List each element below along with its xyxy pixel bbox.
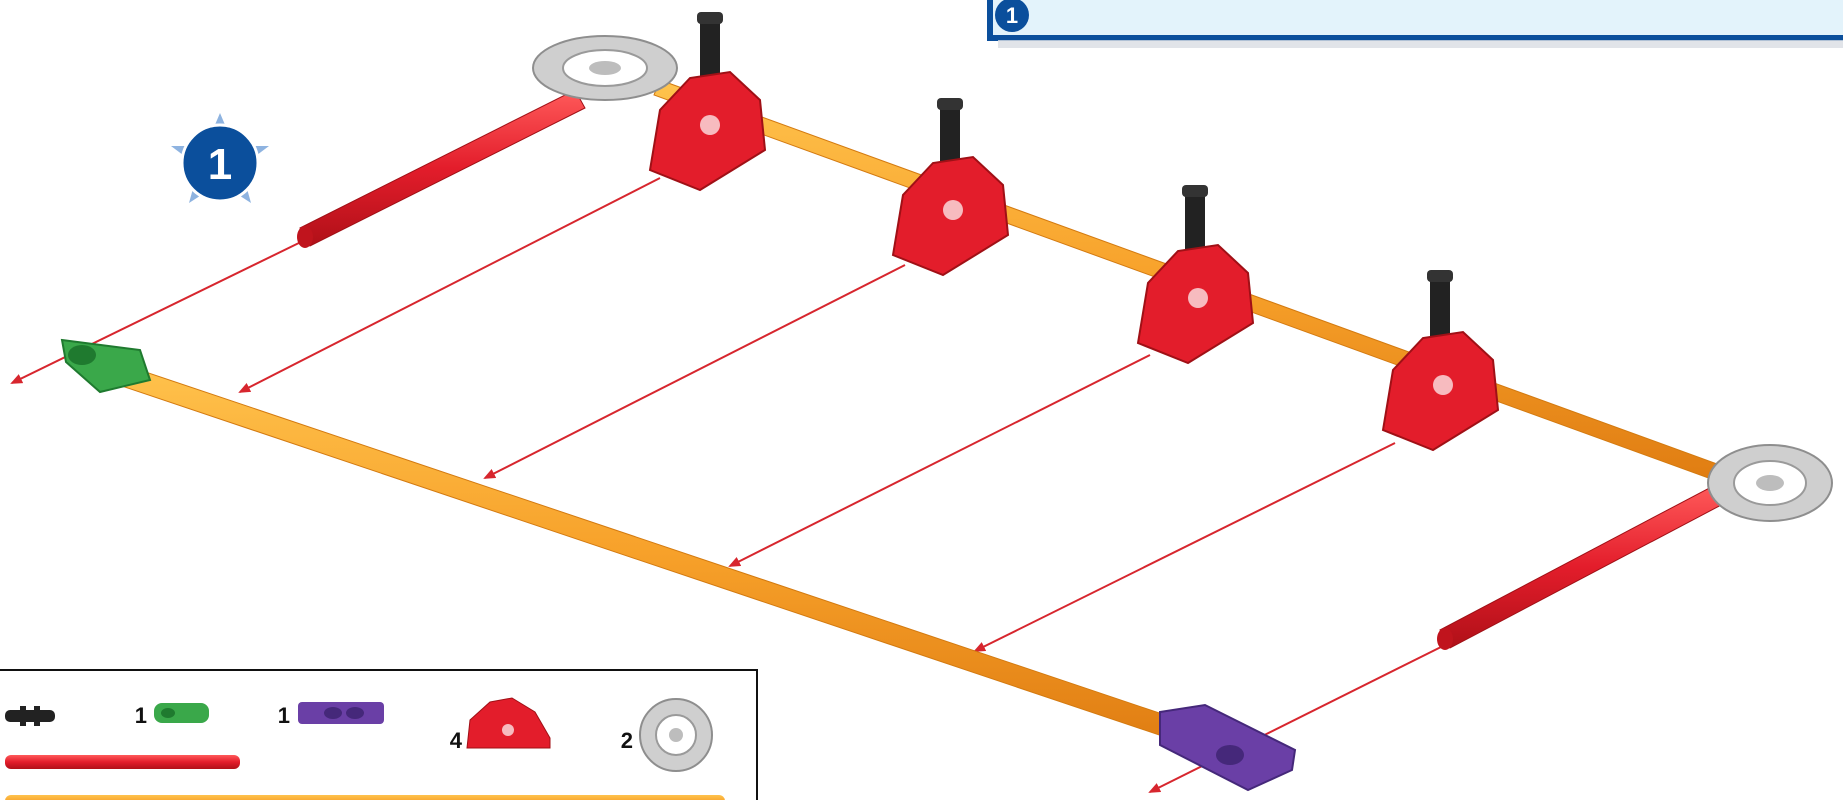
banner-shadow [998,40,1843,48]
parts-legend: 1 1 4 2 [0,670,757,800]
legend-qty-purple-clip: 1 [278,703,290,728]
legend-purple-clip-icon [298,702,384,724]
legend-qty-grey-gear: 2 [621,728,633,753]
arrow-connector-1 [240,178,660,392]
legend-qty-red-half-gear: 4 [450,728,463,753]
red-half-gear-3 [1138,185,1253,363]
legend-red-rod-icon [5,755,240,769]
banner-step-number: 1 [1006,3,1018,28]
grey-gear-right [1708,445,1832,521]
step-badge: 1 [171,113,269,203]
red-rod-back-left [297,90,585,248]
grey-gear-top [533,36,677,100]
red-half-gear-2 [893,98,1008,275]
step-badge-number: 1 [208,140,232,189]
red-half-gear-1 [650,12,765,190]
banner-frame [990,0,1843,38]
instruction-banner: 1 [990,0,1843,48]
legend-orange-rod-icon [5,795,725,800]
legend-grey-gear-icon [640,699,712,771]
arrow-connector-4 [975,443,1395,651]
arrow-connector-2 [485,265,905,478]
arrow-connector-3 [730,355,1150,566]
arrow-red-rod-left [12,240,305,383]
legend-green-clip-icon [154,703,209,723]
legend-qty-green-clip: 1 [135,703,147,728]
red-rod-right [1437,485,1725,650]
